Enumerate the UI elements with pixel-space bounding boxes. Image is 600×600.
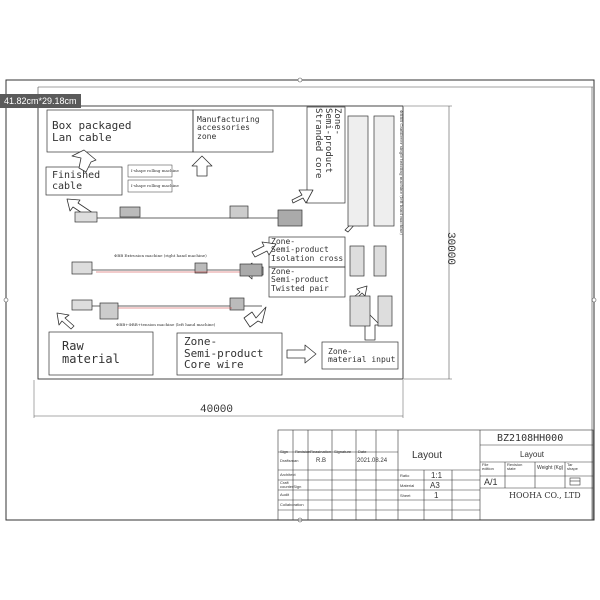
tb-row-draftsman: Draftsman (280, 458, 299, 463)
zone-manufacturing-label: Manufacturing accessories zone (197, 115, 260, 141)
tb-meta-weight: Weight (Kg) (537, 465, 564, 471)
tb-header-date: Date (358, 449, 367, 454)
zone-raw-material-label: Raw material (62, 339, 120, 366)
tb-material-value: A3 (430, 481, 440, 490)
tb-drawing-no: BZ2108HH000 (497, 433, 564, 444)
tb-meta-revision: Revision state (507, 462, 523, 471)
zone-isolation-cross-label: Zone- Semi-product Isolation cross (271, 237, 344, 263)
dimension-badge: 41.82cm*29.18cm (0, 94, 81, 108)
tb-company: HOOHA CO., LTD (509, 491, 581, 500)
tb-header-reasination: Reasination (310, 449, 332, 454)
tb-meta-edition: File edition (482, 462, 494, 471)
tb-sheet-label: Sheet (400, 493, 411, 498)
tb-drawing-name: Layout (520, 450, 545, 459)
zone-finished-cable-label: Finished cable (52, 170, 101, 192)
tb-row-audit: Audit (280, 492, 290, 497)
tb-meta-shape: Tar shape (567, 462, 578, 471)
machine-label-twisting: ΦBBB Cantilever single twisting machine … (399, 110, 404, 235)
tb-ratio-value: 1:1 (431, 471, 443, 480)
zone-box-packaged-label: Box packaged Lan cable (52, 119, 132, 144)
tb-ratio-label: Ratio (400, 473, 410, 478)
tb-row-craft: Craft counterSign (280, 480, 302, 489)
tb-row-collaboration: Collaboration (280, 502, 304, 507)
machine-label-tag-b: I-shape rolling machine (131, 183, 179, 188)
zone-stranded-core-label: Zone- Semi-product Stranded core (313, 108, 342, 179)
machine-label-tag-a: I-shape rolling machine (131, 168, 179, 173)
tb-edition-value: A/1 (484, 477, 498, 487)
tb-draftsman-sign: R.B (316, 458, 327, 464)
zone-twisted-pair-label: Zone- Semi-product Twisted pair (271, 267, 329, 293)
tb-material-label: Material (400, 483, 415, 488)
tb-header-signature: Signature (334, 449, 352, 454)
tb-sheet-value: 1 (434, 491, 439, 500)
dimension-height: 30000 (444, 232, 456, 266)
machine-label-extrusion-right: ΦBB Extrusion machine (right hand machin… (114, 253, 207, 258)
dimension-width: 40000 (200, 404, 234, 416)
machine-label-extrusion-left: ΦBB+ΦBB+tension machine (left hand machi… (116, 322, 216, 327)
tb-header-revision: Revision (295, 449, 311, 454)
tb-header-sign: Sign (280, 449, 289, 454)
tb-row-architect: Architect (280, 472, 296, 477)
projection-symbol-icon (569, 477, 581, 486)
zone-material-input-label: Zone- material input (328, 347, 396, 365)
tb-layout-title: Layout (412, 450, 443, 461)
tb-draftsman-date: 2021.08.24 (357, 458, 388, 464)
zone-core-wire-label: Zone- Semi-product Core wire (184, 335, 264, 372)
